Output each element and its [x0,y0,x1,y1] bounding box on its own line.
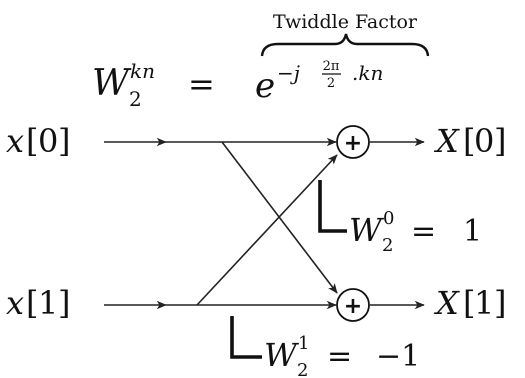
signal-wires [104,137,425,310]
output-X0-close-bracket: ] [494,122,506,160]
adder-bottom-circle [336,288,370,322]
input-x0-name: x [6,122,24,160]
adder-top-plus: + [344,131,362,156]
twiddle-w1: W 2 1 = −1 [264,333,420,378]
twiddle-hook-top [318,180,347,233]
cross-path-up [196,154,338,306]
twiddle-formula: W 2 kn = e −j 2π 2 .kn [92,59,383,111]
twiddle-w1-value: −1 [376,339,420,374]
output-X0-name: X [433,122,460,160]
output-X0-index: 0 [474,122,494,160]
output-X1-name: X [433,284,460,322]
input-x1-open-bracket: [ [26,284,38,322]
output-X1: X [ 1 ] [433,284,506,322]
formula-base: e [255,66,275,106]
output-X1-close-bracket: ] [494,284,506,322]
formula-exp-suffix: .kn [352,61,383,85]
input-x0-open-bracket: [ [26,122,38,160]
twiddle-w0-superscript: 0 [383,208,394,229]
formula-frac-num: 2π [323,59,340,74]
output-X1-open-bracket: [ [463,284,475,322]
overbrace [260,33,430,57]
input-x1-index: 1 [38,284,58,322]
twiddle-factor-label: Twiddle Factor [273,11,418,33]
twiddle-w0-subscript: 2 [382,235,393,256]
twiddle-w0-w: W [349,211,385,249]
adder-top-circle [336,125,370,159]
formula-frac-den: 2 [327,76,335,91]
formula-superscript: kn [130,59,155,83]
adder-bottom: + [336,288,370,322]
input-x0: x [ 0 ] [6,122,70,160]
input-x1-close-bracket: ] [58,284,70,322]
twiddle-w0: W 2 0 = 1 [349,208,482,256]
input-x1-name: x [6,284,24,322]
input-x0-close-bracket: ] [58,122,70,160]
twiddle-w1-equals: = [327,339,352,374]
twiddle-w1-subscript: 2 [297,360,308,378]
input-x0-index: 0 [38,122,58,160]
output-X1-index: 1 [474,284,494,322]
adder-top: + [336,125,370,159]
twiddle-w1-superscript: 1 [298,333,309,354]
twiddle-hook-bottom [230,316,262,359]
twiddle-w0-value: 1 [463,214,482,249]
twiddle-w1-w: W [264,336,300,374]
formula-exp-prefix: −j [277,61,300,85]
output-X0: X [ 0 ] [433,122,506,160]
formula-equals: = [188,65,215,103]
formula-subscript: 2 [129,87,142,111]
adder-bottom-plus: + [344,294,362,319]
input-x1: x [ 1 ] [6,284,70,322]
twiddle-w0-equals: = [411,214,436,249]
output-X0-open-bracket: [ [463,122,475,160]
twiddle-annotation: Twiddle Factor [260,11,430,57]
formula-w: W [92,63,132,104]
